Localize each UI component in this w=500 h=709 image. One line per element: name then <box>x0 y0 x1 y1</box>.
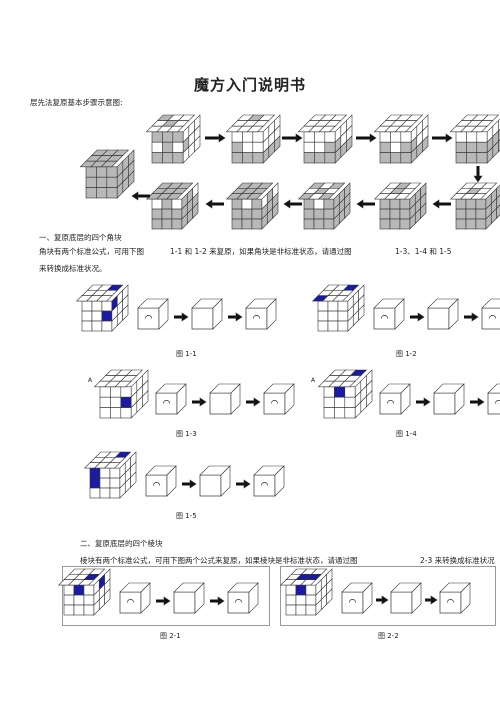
section1-line2: 来转换成标准状况。 <box>39 264 107 273</box>
overview-cube-icon <box>373 114 429 164</box>
overview-arrow-icon <box>205 133 226 143</box>
document-title: 魔方入门说明书 <box>193 76 306 94</box>
fig-1-1-arrow-icon <box>228 312 243 322</box>
rotate-arrow-icon <box>261 482 268 486</box>
label-a-right: A <box>311 377 316 384</box>
overview-cube-icon <box>145 182 199 230</box>
overview-arrow-icon <box>432 133 453 143</box>
fig-2-2-cube-icon <box>279 568 333 616</box>
rotate-arrow-icon <box>495 400 500 404</box>
fig-1-3-block-icon <box>209 383 241 415</box>
rotate-arrow-icon <box>271 400 278 404</box>
fig-1-3-block-icon <box>155 383 187 415</box>
overview-cube-icon <box>297 182 351 230</box>
fig-1-3-cube-icon <box>93 369 149 419</box>
fig-1-2-arrow-icon <box>464 312 479 322</box>
overview-cube-icon <box>297 114 353 164</box>
section2-heading: 二、复原底层的四个棱块 <box>80 539 163 548</box>
rotate-arrow-icon <box>127 599 134 603</box>
rotate-arrow-icon <box>387 400 394 404</box>
fig-2-2-block-icon <box>390 582 422 614</box>
rotate-arrow-icon <box>489 315 496 319</box>
fig-1-1-block-icon <box>137 298 169 330</box>
figure-2-2-frame <box>280 566 496 626</box>
fig-2-1-arrow-icon <box>210 596 225 606</box>
fig-1-4-block-icon <box>487 383 500 415</box>
rotate-arrow-icon <box>145 315 152 319</box>
fig-1-2-block-icon <box>481 298 500 330</box>
fig-1-5-block-icon <box>145 465 177 497</box>
overview-arrow-icon <box>356 133 377 143</box>
fig-1-1-block-icon <box>245 298 277 330</box>
figure-caption-1-1: 图 1-1 <box>176 350 197 358</box>
fig-1-4-block-icon <box>433 383 465 415</box>
rotate-arrow-icon <box>163 400 170 404</box>
figure-caption-2-1: 图 2-1 <box>160 632 181 640</box>
fig-1-1-block-icon <box>191 298 223 330</box>
section2-line1-b: 2-3 来转换成标准状况 <box>420 556 495 565</box>
fig-1-4-arrow-icon <box>470 397 485 407</box>
fig-1-2-block-icon <box>427 298 459 330</box>
overview-arrow-icon <box>282 133 303 143</box>
fig-2-1-block-icon <box>119 582 151 614</box>
overview-cube-icon <box>373 182 427 230</box>
fig-2-1-arrow-icon <box>156 596 171 606</box>
overview-cube-icon <box>225 114 281 164</box>
solved-cube-icon <box>79 149 135 199</box>
overview-arrow-icon <box>356 199 375 209</box>
label-a-left: A <box>88 377 93 384</box>
fig-2-2-arrow-icon <box>425 595 438 605</box>
rotate-arrow-icon <box>153 482 160 486</box>
rotate-arrow-icon <box>349 599 356 603</box>
overview-cube-icon <box>449 182 500 230</box>
fig-1-5-block-icon <box>199 465 231 497</box>
fig-1-4-block-icon <box>379 383 411 415</box>
figure-caption-2-2: 图 2-2 <box>378 632 399 640</box>
figure-2-1-frame <box>62 566 270 626</box>
intro-text: 层先法复原基本步骤示意图: <box>30 98 123 107</box>
overview-cube-icon <box>145 114 201 164</box>
figure-caption-1-2: 图 1-2 <box>396 350 417 358</box>
section1-line1-c: 1-3、1-4 和 1-5 <box>395 247 452 256</box>
overview-cube-icon <box>225 182 279 230</box>
fig-1-5-arrow-icon <box>182 479 197 489</box>
section1-heading: 一、复原底层的四个角块 <box>39 233 122 242</box>
figure-caption-1-4: 图 1-4 <box>396 430 417 438</box>
fig-1-5-block-icon <box>253 465 285 497</box>
fig-1-2-cube-icon <box>311 284 365 332</box>
fig-1-4-arrow-icon <box>416 397 431 407</box>
overview-arrow-icon <box>205 199 224 209</box>
fig-1-3-arrow-icon <box>246 397 261 407</box>
figure-caption-1-5: 图 1-5 <box>176 512 197 520</box>
overview-arrow-icon <box>432 199 451 209</box>
fig-2-1-block-icon <box>173 582 205 614</box>
fig-1-1-cube-icon <box>75 284 129 332</box>
fig-1-5-cube-icon <box>83 451 137 499</box>
section1-line1-b: 1-1 和 1-2 来复原，如果角块是非标准状态，请通过图 <box>170 247 352 256</box>
fig-2-1-cube-icon <box>57 568 111 616</box>
overview-arrow-icon <box>131 191 150 201</box>
fig-2-1-block-icon <box>227 582 259 614</box>
fig-1-2-block-icon <box>373 298 405 330</box>
fig-2-2-block-icon <box>439 582 471 614</box>
fig-2-2-block-icon <box>341 582 373 614</box>
fig-1-1-arrow-icon <box>174 312 189 322</box>
fig-1-4-cube-icon <box>317 369 373 419</box>
fig-1-3-arrow-icon <box>192 397 207 407</box>
section2-line1-a: 棱块有两个标准公式，可用下图两个公式来复原，如果棱块是非标准状态，请通过图 <box>80 556 358 565</box>
rotate-arrow-icon <box>235 599 242 603</box>
fig-1-2-arrow-icon <box>410 312 425 322</box>
overview-arrow-down-icon <box>473 166 483 183</box>
fig-1-5-arrow-icon <box>236 479 251 489</box>
rotate-arrow-icon <box>253 315 260 319</box>
figure-caption-1-3: 图 1-3 <box>176 430 197 438</box>
rotate-arrow-icon <box>381 315 388 319</box>
overview-arrow-icon <box>283 199 302 209</box>
fig-1-3-block-icon <box>263 383 295 415</box>
rotate-arrow-icon <box>447 599 454 603</box>
section1-line1-a: 角块有两个标准公式，可用下图 <box>39 247 144 256</box>
fig-2-2-arrow-icon <box>376 595 389 605</box>
overview-cube-icon <box>449 114 500 164</box>
